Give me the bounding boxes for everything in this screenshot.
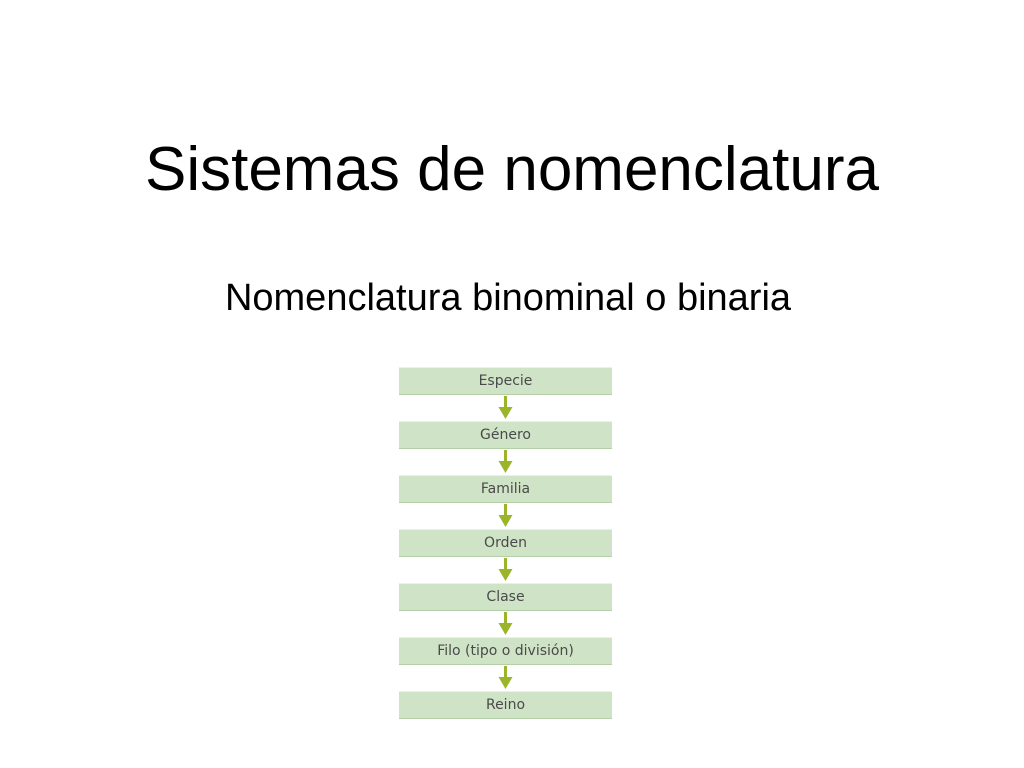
down-arrow-icon — [498, 450, 513, 473]
rank-box-especie: Especie — [399, 367, 612, 395]
down-arrow-icon — [498, 558, 513, 581]
rank-box-orden: Orden — [399, 529, 612, 557]
down-arrow-icon — [498, 666, 513, 689]
down-arrow-icon — [498, 612, 513, 635]
rank-box-familia: Familia — [399, 475, 612, 503]
slide-subtitle: Nomenclatura binominal o binaria — [224, 277, 792, 319]
down-arrow-icon — [498, 504, 513, 527]
rank-box-clase: Clase — [399, 583, 612, 611]
taxonomy-hierarchy-diagram: Especie Género Familia Orden Clase Filo … — [399, 367, 612, 719]
rank-box-reino: Reino — [399, 691, 612, 719]
rank-box-genero: Género — [399, 421, 612, 449]
rank-box-filo: Filo (tipo o división) — [399, 637, 612, 665]
slide-title: Sistemas de nomenclatura — [144, 135, 880, 204]
down-arrow-icon — [498, 396, 513, 419]
